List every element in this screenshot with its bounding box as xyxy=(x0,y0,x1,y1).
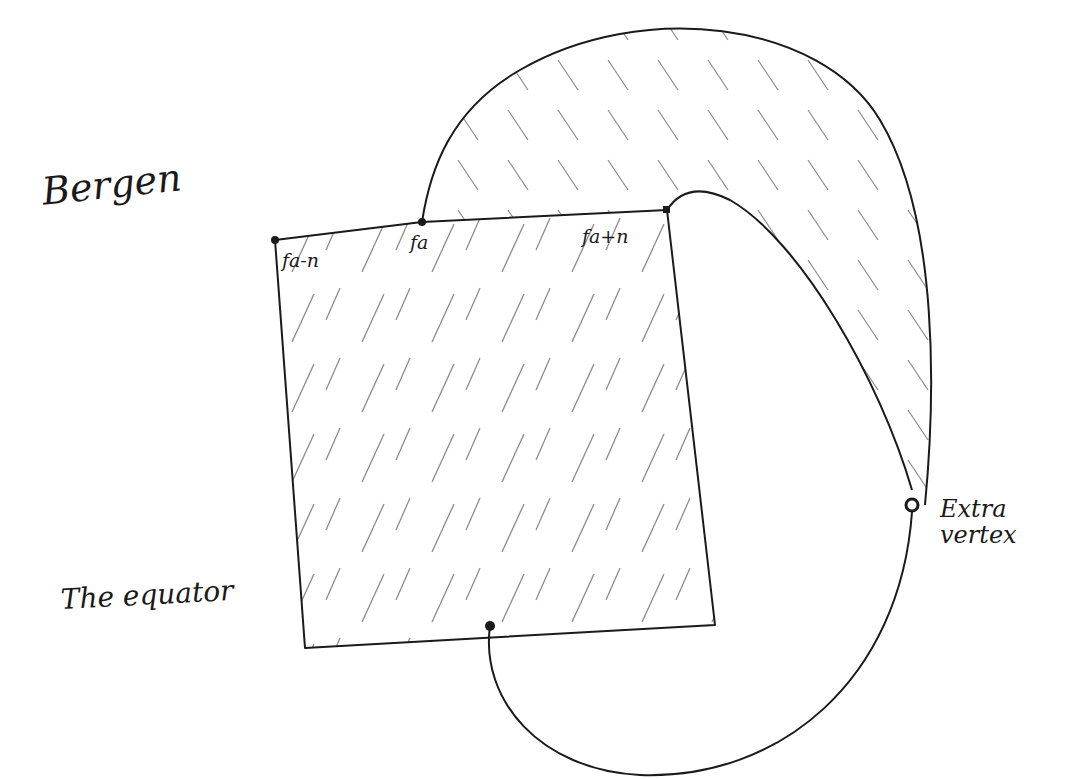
region-label: Bergen xyxy=(40,157,183,213)
square-sheet xyxy=(275,210,715,648)
point-label: Extra vertex xyxy=(940,496,1060,549)
region-label: The equator xyxy=(60,576,234,616)
point-label: fa+n xyxy=(582,226,629,247)
lower-curve xyxy=(489,512,912,775)
vertex-dot xyxy=(485,621,495,631)
vertex-dot xyxy=(271,236,279,244)
sheet-hatching xyxy=(275,210,715,648)
point-label: fa xyxy=(410,232,428,253)
band-hatching xyxy=(422,29,931,505)
point-label: fa-n xyxy=(282,250,319,271)
vertex-dot xyxy=(906,499,918,511)
band-inner-curve xyxy=(667,191,912,490)
vertex-dot xyxy=(418,218,426,226)
band-outer-curve xyxy=(422,29,931,505)
vertex-dot xyxy=(663,206,670,213)
